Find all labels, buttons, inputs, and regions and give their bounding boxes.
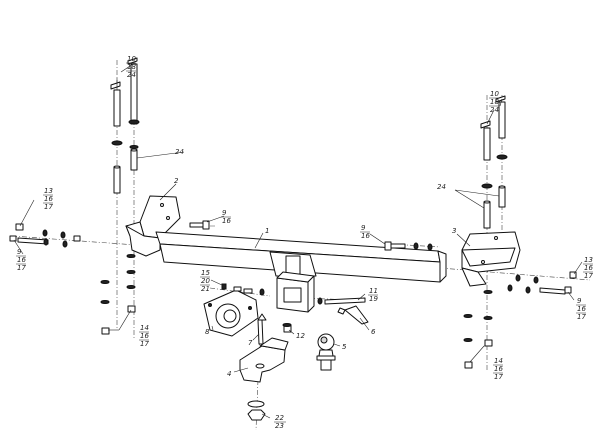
callout-bracket-left: 2 <box>174 177 179 185</box>
callout-nut-far-left-a: 13 <box>44 187 53 195</box>
callout-crossbar: 1 <box>265 227 269 235</box>
callout-bolt-top-right-a: 10 <box>490 90 499 98</box>
ball-mount <box>239 337 289 383</box>
callout-bolt-top-right-b: 18 <box>490 98 499 106</box>
hitch-pin <box>337 305 369 325</box>
callout-bolt-top-left-b: 18 <box>127 63 136 71</box>
callout-bottom-nut-b: 23 <box>275 422 284 430</box>
callout-spacer-left: 24 <box>175 148 184 156</box>
bottom-nut-washer <box>247 400 266 421</box>
callout-bolt-far-left-a: 9 <box>17 248 22 256</box>
callout-labels: 10 18 24 24 2 1 9 16 9 16 13 16 17 9 16 … <box>16 55 593 430</box>
callout-inner-bolt-left-a: 9 <box>222 209 227 217</box>
callout-nut-far-left-c: 17 <box>44 203 53 211</box>
bottom-nut-stack-right <box>463 290 493 369</box>
callout-bolt-far-right-b: 16 <box>577 305 586 313</box>
callout-inner-bolt-left-b: 16 <box>222 217 231 225</box>
callout-socket-bolt-c: 21 <box>201 285 210 293</box>
callout-inner-bolt-right-b: 16 <box>361 232 370 240</box>
inner-bolt-right <box>384 241 433 251</box>
callout-socket-plate: 8 <box>205 328 210 336</box>
callout-nut-bottom-right-c: 17 <box>494 373 503 381</box>
callout-nut-bottom-left-c: 17 <box>140 340 149 348</box>
right-bracket <box>461 231 521 287</box>
left-side-bolt-stack <box>9 223 81 248</box>
callout-bolt-far-right-a: 9 <box>577 297 582 305</box>
left-bracket <box>125 195 181 257</box>
callout-socket-bolt-a: 15 <box>201 269 210 277</box>
pin-bolt <box>317 297 366 305</box>
callout-nut-bottom-right-b: 16 <box>494 365 503 373</box>
socket-bolt-stack <box>221 283 265 296</box>
callout-tow-ball: 5 <box>342 343 347 351</box>
left-upper-bolt-stack <box>110 57 140 194</box>
right-side-bolt-stack <box>507 271 577 295</box>
callout-bolt-far-left-c: 17 <box>17 264 26 272</box>
receiver-tube <box>276 271 315 313</box>
callout-bolt-top-right-c: 24 <box>490 106 499 114</box>
callout-bolt-far-left-b: 16 <box>17 256 26 264</box>
callout-nut-bottom-left-b: 16 <box>140 332 149 340</box>
callout-bolt-12: 12 <box>296 332 305 340</box>
bottom-nut-stack-left <box>100 254 136 335</box>
callout-bolt-far-right-c: 17 <box>577 313 586 321</box>
callout-ball-mount: 4 <box>227 370 231 378</box>
callout-socket-bolt-b: 20 <box>201 277 210 285</box>
tow-ball <box>316 333 336 371</box>
right-upper-bolt-stack <box>480 95 508 229</box>
callout-nut-far-right-c: 17 <box>584 272 593 280</box>
callout-bracket-right: 3 <box>452 227 456 235</box>
callout-pin-bolt-a: 11 <box>369 287 378 295</box>
callout-spacer-right: 24 <box>437 183 446 191</box>
leader-lines <box>13 63 583 419</box>
callout-nut-bottom-left-a: 14 <box>140 324 149 332</box>
main-crossbar <box>155 231 447 283</box>
callout-nut-bottom-right-a: 14 <box>494 357 503 365</box>
callout-bottom-nut-a: 22 <box>275 414 284 422</box>
callout-nut-far-left-b: 16 <box>44 195 53 203</box>
callout-bolt-top-left-c: 24 <box>127 71 136 79</box>
small-bolt <box>282 323 292 333</box>
socket-plate <box>203 289 259 337</box>
callout-bolt-top-left-a: 10 <box>127 55 136 63</box>
callout-clip: 7 <box>248 339 253 347</box>
callout-pin-bolt-b: 19 <box>369 295 378 303</box>
callout-hitch-pin: 6 <box>371 328 376 336</box>
callout-nut-far-right-b: 16 <box>584 264 593 272</box>
callout-nut-far-right-a: 13 <box>584 256 593 264</box>
callout-inner-bolt-right-a: 9 <box>361 224 366 232</box>
inner-bolt-left <box>189 220 210 230</box>
clip <box>257 313 267 345</box>
